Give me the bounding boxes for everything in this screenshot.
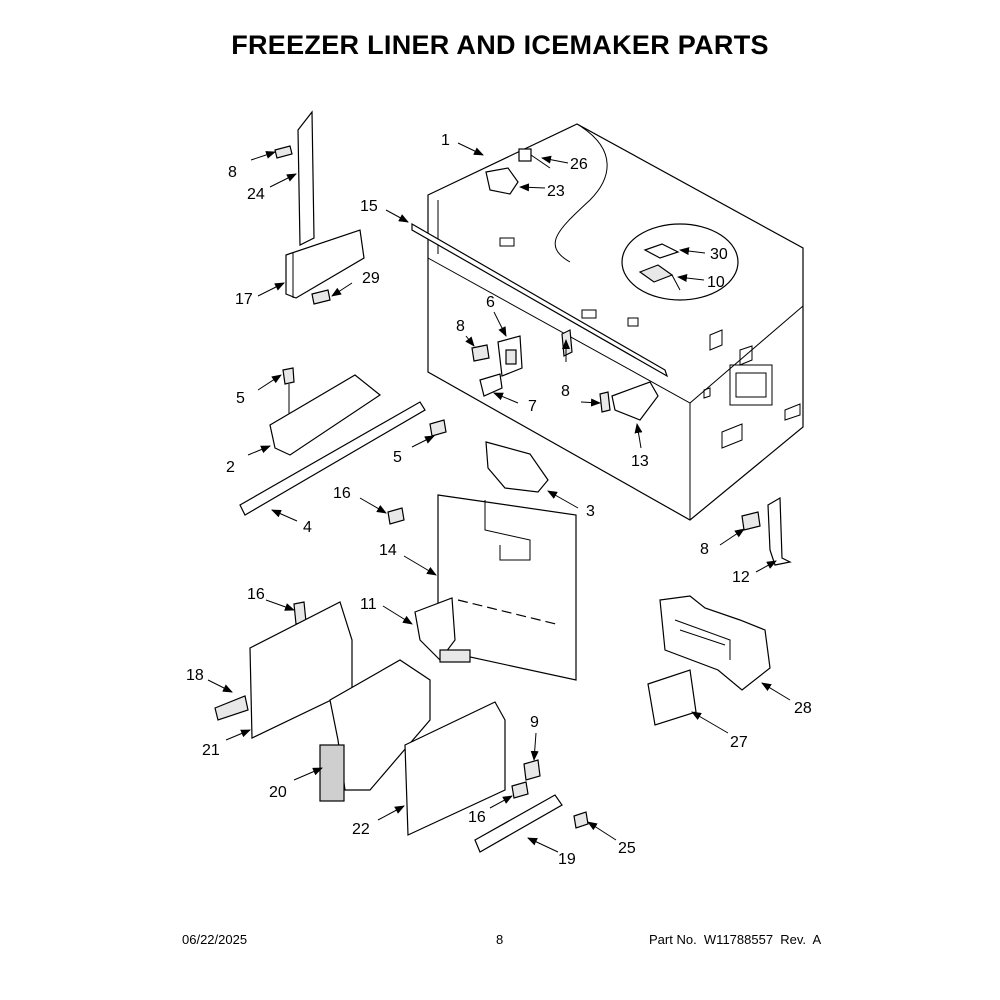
callout-24: 24 — [247, 186, 265, 203]
switch-9[interactable] — [523, 759, 541, 781]
screw-8-right[interactable] — [741, 511, 761, 531]
control-cover[interactable] — [643, 243, 680, 259]
callout-8: 8 — [700, 541, 709, 558]
footer-part-number: Part No. W11788557 Rev. A — [649, 932, 822, 947]
rear-panel[interactable] — [437, 494, 577, 681]
callout-30: 30 — [710, 246, 728, 263]
callout-8: 8 — [561, 383, 570, 400]
bracket-18[interactable] — [214, 695, 249, 721]
callout-4: 4 — [303, 519, 312, 536]
screw-29[interactable] — [311, 289, 331, 305]
callout-26: 26 — [570, 156, 588, 173]
footer-date: 06/22/2025 — [182, 932, 248, 947]
slide-rail[interactable] — [239, 401, 426, 516]
callout-14: 14 — [379, 542, 397, 559]
evaporator-cover-20[interactable] — [319, 659, 431, 802]
bracket-assembly[interactable] — [285, 229, 365, 299]
callout-25: 25 — [618, 840, 636, 857]
footer-page-number: 8 — [496, 932, 504, 947]
screw-8-top[interactable] — [274, 145, 293, 159]
callout-8: 8 — [456, 318, 465, 335]
control-board[interactable] — [638, 264, 681, 291]
callout-29: 29 — [362, 270, 380, 287]
bracket-12[interactable] — [767, 496, 792, 566]
callout-10: 10 — [707, 274, 725, 291]
bracket-13[interactable] — [611, 381, 659, 421]
bracket-6[interactable] — [497, 335, 523, 377]
side-panel-22[interactable] — [404, 701, 506, 836]
bracket-27[interactable] — [647, 669, 697, 726]
callout-12: 12 — [732, 569, 750, 586]
callout-5: 5 — [393, 449, 402, 466]
screw-25[interactable] — [573, 811, 589, 829]
liner-light-housing[interactable] — [485, 167, 519, 195]
callout-18: 18 — [186, 667, 204, 684]
screw-8-mid[interactable] — [561, 329, 573, 357]
callout-23: 23 — [547, 183, 565, 200]
screw-5-right[interactable] — [429, 419, 447, 437]
callout-17: 17 — [235, 291, 253, 308]
callout-6: 6 — [486, 294, 495, 311]
callout-7: 7 — [528, 398, 537, 415]
callout-13: 13 — [631, 453, 649, 470]
slide-bracket[interactable] — [269, 374, 382, 456]
callout-16: 16 — [468, 809, 486, 826]
callout-numbers: 1 26 23 8 24 15 30 10 17 29 6 8 7 8 13 5… — [186, 132, 812, 868]
screw-8-low[interactable] — [599, 391, 611, 413]
callout-9: 9 — [530, 714, 539, 731]
callout-21: 21 — [202, 742, 220, 759]
wiring-harness-11[interactable] — [414, 597, 471, 663]
screw-16-top[interactable] — [387, 507, 405, 525]
callout-8: 8 — [228, 164, 237, 181]
icemaker-control-area — [621, 223, 739, 301]
screw-8-left[interactable] — [471, 344, 490, 362]
freezer-liner[interactable] — [427, 123, 804, 521]
wire-harness-connector[interactable] — [518, 148, 551, 169]
callout-22: 22 — [352, 821, 370, 838]
callout-27: 27 — [730, 734, 748, 751]
liner-trim-strip[interactable] — [411, 222, 669, 378]
callout-28: 28 — [794, 700, 812, 717]
callout-2: 2 — [226, 459, 235, 476]
callout-3: 3 — [586, 503, 595, 520]
vertical-bracket[interactable] — [297, 110, 315, 246]
screw-16-low[interactable] — [511, 781, 529, 799]
callout-16: 16 — [247, 586, 265, 603]
icemaker-assembly[interactable] — [659, 595, 771, 691]
callout-20: 20 — [269, 784, 287, 801]
callout-11: 11 — [360, 596, 377, 613]
callout-19: 19 — [558, 851, 576, 868]
bracket-7[interactable] — [479, 373, 503, 397]
callout-leaders — [207, 142, 791, 853]
callout-1: 1 — [441, 132, 450, 149]
callout-5: 5 — [236, 390, 245, 407]
callout-16: 16 — [333, 485, 351, 502]
page-title: FREEZER LINER AND ICEMAKER PARTS — [231, 30, 769, 60]
side-panel-21[interactable] — [249, 601, 353, 739]
callout-15: 15 — [360, 198, 378, 215]
ice-chute-door[interactable] — [485, 441, 549, 493]
slide-rail-19[interactable] — [474, 794, 563, 853]
